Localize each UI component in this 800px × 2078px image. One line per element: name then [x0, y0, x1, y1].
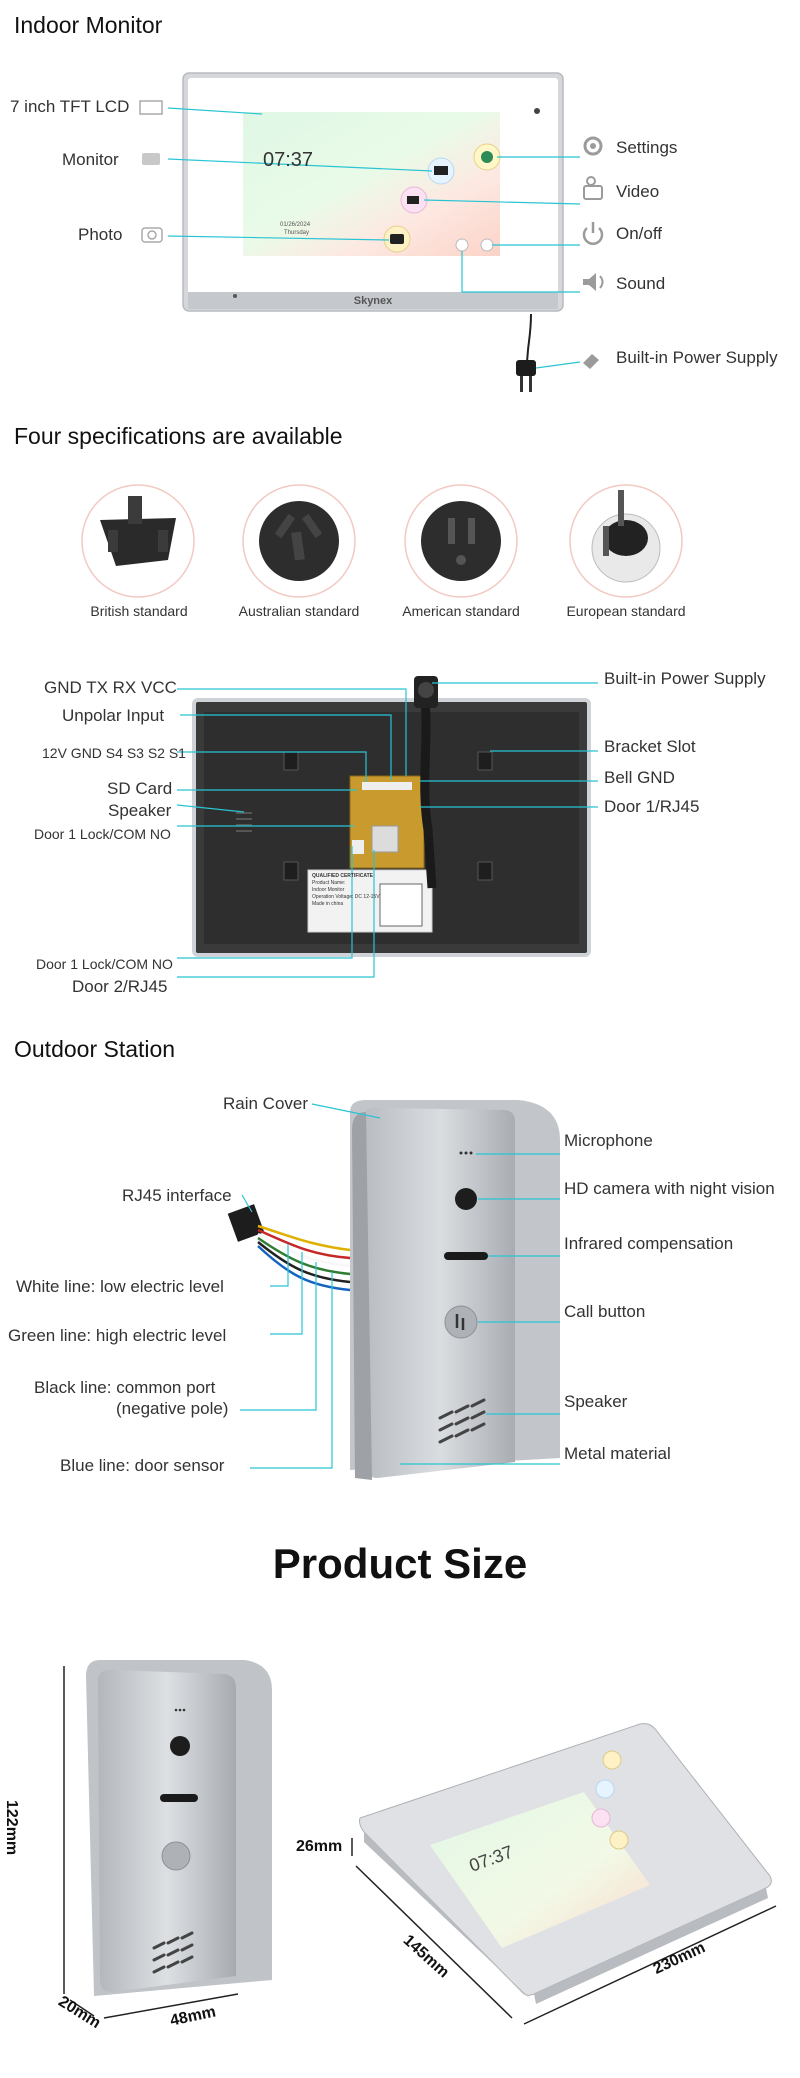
label-builtin-power-back: Built-in Power Supply: [604, 669, 766, 688]
label-blue-line: Blue line: door sensor: [60, 1456, 225, 1475]
plug-british: British standard: [90, 603, 188, 619]
indoor-title: Indoor Monitor: [14, 12, 163, 38]
plug-american: American standard: [402, 603, 520, 619]
label-sound: Sound: [616, 274, 666, 293]
plug-european: European standard: [566, 603, 686, 619]
outdoor-title: Outdoor Station: [14, 1036, 176, 1062]
label-door1-rj45: Door 1/RJ45: [604, 797, 700, 816]
label-settings: Settings: [616, 138, 678, 157]
label-monitor: Monitor: [62, 150, 119, 169]
label-video: Video: [616, 182, 660, 201]
product-size-title: Product Size: [272, 1540, 528, 1587]
label-lcd: 7 inch TFT LCD: [10, 97, 130, 116]
label-call-button: Call button: [564, 1302, 646, 1321]
label-infrared: Infrared compensation: [564, 1234, 734, 1253]
plug-australian: Australian standard: [238, 603, 360, 619]
label-door2-rj45: Door 2/RJ45: [72, 977, 168, 996]
label-rain-cover: Rain Cover: [223, 1094, 309, 1113]
plug-illustrations: [81, 484, 683, 598]
monitor-back-illustration: [176, 676, 598, 978]
svg-text:Thursday: Thursday: [284, 230, 309, 236]
brand-logo: Skynex: [354, 295, 393, 307]
dim-station-height: 122mm: [3, 1800, 20, 1856]
svg-text:01/26/2024: 01/26/2024: [280, 222, 311, 228]
label-black-line: Black line: common port: [34, 1378, 216, 1397]
label-speaker-outdoor: Speaker: [564, 1392, 628, 1411]
label-microphone: Microphone: [564, 1131, 653, 1150]
label-onoff: On/off: [616, 224, 662, 243]
dim-monitor-depth: 26mm: [296, 1838, 343, 1855]
qualified-sticker: QUALIFIED CERTIFICATE Product Name: Indo…: [312, 873, 380, 907]
label-door1-lock-b: Door 1 Lock/COM NO: [36, 956, 173, 972]
label-12v-gnd: 12V GND S4 S3 S2 S1: [42, 745, 186, 761]
label-white-line: White line: low electric level: [16, 1277, 224, 1296]
label-door1-lock-a: Door 1 Lock/COM NO: [34, 826, 171, 842]
label-sd-card: SD Card: [107, 779, 173, 798]
outdoor-station-illustration: [227, 1100, 560, 1480]
label-photo: Photo: [78, 225, 123, 244]
label-gnd-tx-rx-vcc: GND TX RX VCC: [44, 678, 177, 697]
label-metal-material: Metal material: [564, 1444, 671, 1463]
label-rj45-interface: RJ45 interface: [122, 1186, 232, 1205]
label-green-line: Green line: high electric level: [8, 1326, 227, 1345]
label-bell-gnd: Bell GND: [604, 768, 675, 787]
label-speaker-back: Speaker: [108, 801, 172, 820]
screen-time: 07:37: [263, 149, 313, 171]
label-negative-pole: (negative pole): [116, 1399, 229, 1418]
label-hd-camera: HD camera with night vision: [564, 1179, 775, 1198]
label-unpolar-input: Unpolar Input: [62, 706, 165, 725]
plugs-title: Four specifications are available: [14, 423, 343, 449]
label-bracket-slot: Bracket Slot: [604, 737, 696, 756]
indoor-monitor-illustration: 07:37 01/26/2024 Thursday Skynex: [139, 72, 604, 392]
label-power: Built-in Power Supply: [616, 348, 778, 367]
